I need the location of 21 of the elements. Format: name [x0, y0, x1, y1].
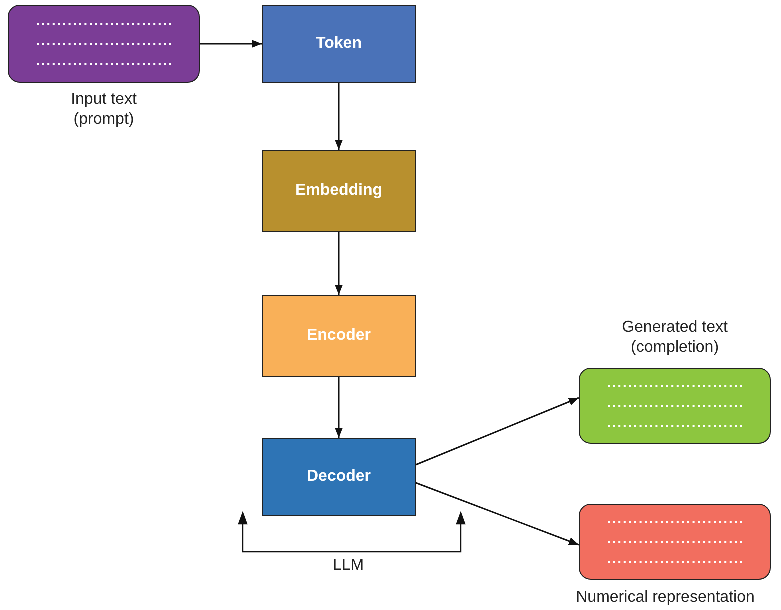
text-box [8, 5, 200, 83]
box-label: Token [316, 35, 362, 53]
text-box [579, 504, 771, 580]
box-label: Embedding [295, 182, 383, 200]
process-box [262, 438, 416, 516]
arrow [200, 40, 262, 48]
arrow [416, 397, 580, 466]
node-label: Numerical representation [575, 588, 756, 608]
arrow [335, 377, 343, 438]
box-label: Encoder [306, 327, 371, 345]
node-label: Generated text (completion) [621, 318, 729, 358]
node-label: Input text (prompt) [70, 90, 138, 130]
process-box [262, 150, 416, 232]
process-box [262, 295, 416, 377]
box-label: Decoder [306, 468, 372, 486]
arrow [335, 232, 343, 295]
bracket-label: LLM [333, 557, 364, 575]
process-box [262, 5, 416, 83]
text-box [579, 368, 771, 444]
arrow [416, 482, 580, 546]
arrow [335, 83, 343, 150]
